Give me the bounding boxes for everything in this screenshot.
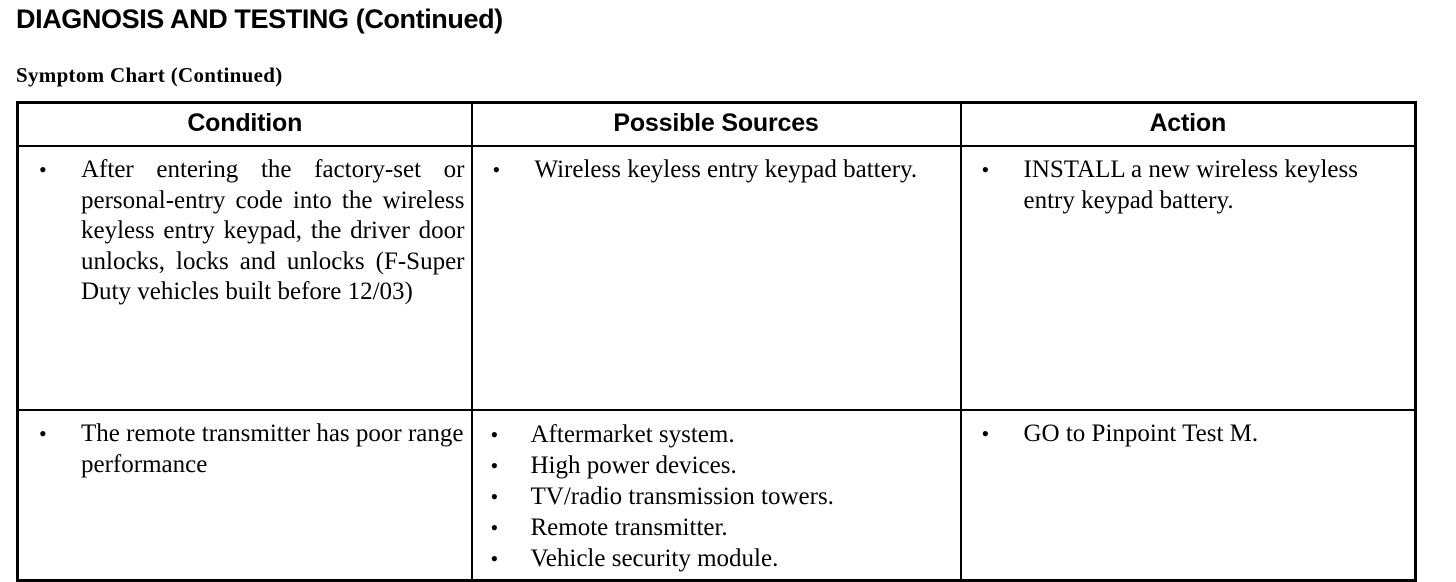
condition-bullet-list: After entering the factory-set or person… (25, 155, 465, 308)
cell-possible-sources: Wireless keyless entry keypad battery. (470, 146, 962, 410)
possible-sources-bullet-list: Aftermarket system. High power devices. … (479, 419, 954, 574)
cell-action: GO to Pinpoint Test M. (959, 409, 1417, 581)
possible-sources-bullet-list: Wireless keyless entry keypad battery. (479, 155, 954, 186)
cell-condition: After entering the factory-set or person… (16, 146, 473, 410)
list-item: The remote transmitter has poor range pe… (25, 419, 465, 480)
column-header-action: Action (959, 102, 1417, 147)
condition-bullet-list: The remote transmitter has poor range pe… (25, 419, 465, 480)
column-header-possible-sources: Possible Sources (470, 102, 962, 147)
action-bullet-list: INSTALL a new wireless keyless entry key… (968, 155, 1409, 216)
symptom-chart-table: Condition Possible Sources Action After … (16, 101, 1417, 582)
section-subtitle: Symptom Chart (Continued) (16, 63, 283, 87)
table-row: The remote transmitter has poor range pe… (16, 409, 1417, 581)
list-item: High power devices. (479, 450, 954, 481)
column-header-condition: Condition (16, 102, 473, 147)
table-header-row: Condition Possible Sources Action (16, 102, 1417, 147)
page-title: DIAGNOSIS AND TESTING (Continued) (16, 4, 503, 34)
list-item: GO to Pinpoint Test M. (968, 419, 1409, 450)
list-item: Remote transmitter. (479, 512, 954, 543)
cell-possible-sources: Aftermarket system. High power devices. … (470, 409, 962, 581)
document-page: DIAGNOSIS AND TESTING (Continued) Sympto… (0, 0, 1456, 548)
cell-action: INSTALL a new wireless keyless entry key… (959, 146, 1417, 410)
cell-condition: The remote transmitter has poor range pe… (16, 409, 473, 581)
action-bullet-list: GO to Pinpoint Test M. (968, 419, 1409, 450)
list-item: Aftermarket system. (479, 419, 954, 450)
list-item: Wireless keyless entry keypad battery. (479, 155, 954, 186)
list-item: TV/radio transmission towers. (479, 481, 954, 512)
list-item: After entering the factory-set or person… (25, 155, 465, 308)
list-item: INSTALL a new wireless keyless entry key… (968, 155, 1409, 216)
table-row: After entering the factory-set or person… (16, 146, 1417, 410)
